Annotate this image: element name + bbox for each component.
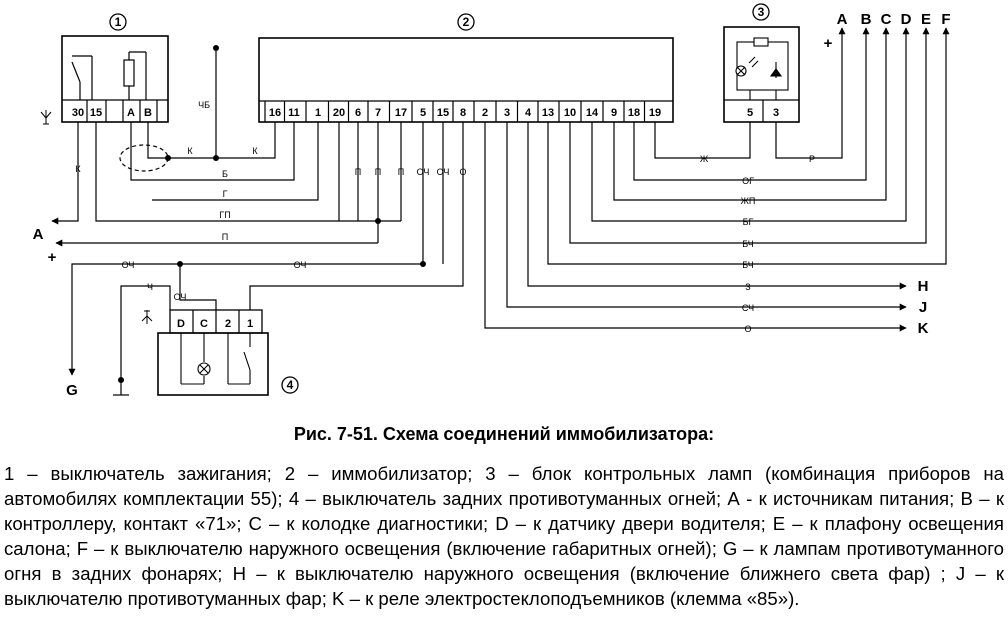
wire-label-o8: О (459, 167, 466, 177)
immobilizer-pin-7: 7 (375, 107, 381, 119)
indicator-lamp-block: 3 5 3 (723, 3, 800, 123)
immobilizer-pin-6: 6 (355, 107, 361, 119)
immobilizer-pin-9: 9 (611, 107, 617, 119)
wire-label-gp: ГП (219, 210, 230, 220)
signal-b: B (861, 11, 872, 28)
component-number-3: 3 (758, 5, 765, 19)
pin-1: 1 (247, 318, 253, 330)
pin-a: A (127, 107, 135, 119)
wire-label-bch1: БЧ (742, 239, 754, 249)
immobilizer-pin-3: 3 (504, 107, 510, 119)
wire-label-zhp: ЖП (741, 196, 756, 206)
led-icon (735, 56, 759, 77)
pin-c: C (200, 318, 208, 330)
wire-label-zh: Ж (700, 154, 709, 164)
immobilizer-pin-13: 13 (542, 107, 554, 119)
pin-3: 3 (773, 107, 779, 119)
signal-g: G (66, 382, 78, 399)
wire-label-och-left: ОЧ (122, 260, 135, 270)
rear-fog-switch: D C 2 1 4 (141, 309, 299, 396)
pin-b: B (144, 107, 152, 119)
wire-label-och15: ОЧ (437, 167, 450, 177)
immobilizer-pin-4: 4 (525, 107, 532, 119)
signal-j: J (919, 299, 927, 316)
pin-5: 5 (747, 107, 753, 119)
wire-label-och-switch: ОЧ (174, 292, 187, 302)
wire-labels: К К К ЧБ Б Г ГП П П П П ОЧ ОЧ О ОЧ ОЧ Ч … (75, 100, 815, 334)
wire-label-bch2: БЧ (742, 260, 754, 270)
signal-e: E (921, 11, 931, 28)
signal-k: K (918, 320, 929, 337)
ignition-switch: 1 30 15 A B (40, 13, 169, 125)
component-number-4: 4 (287, 378, 294, 392)
wire-label-r: Р (809, 154, 815, 164)
signal-d: D (901, 11, 912, 28)
signal-f: F (941, 11, 950, 28)
lamp-icon (197, 362, 211, 376)
figure-caption: Рис. 7-51. Схема соединений иммобилизато… (293, 424, 715, 444)
pin-30: 30 (72, 107, 84, 119)
immobilizer-pin-20: 20 (333, 107, 345, 119)
immobilizer-pin-15: 15 (437, 107, 449, 119)
wire-label-chb: ЧБ (198, 100, 210, 110)
wire-label-g: Г (223, 189, 228, 199)
immobilizer-pin-17: 17 (395, 107, 407, 119)
wire-label-ch: Ч (147, 282, 153, 292)
wire-label-sch: СЧ (742, 303, 754, 313)
pin-2: 2 (225, 318, 231, 330)
key-icon (40, 110, 52, 125)
signal-h: H (918, 278, 929, 295)
immobilizer-pin-19: 19 (649, 107, 661, 119)
figure-legend: 1 – выключатель зажигания; 2 – иммобилиз… (4, 463, 1004, 609)
signal-labels: A B C D E F + A + G H J K (33, 11, 951, 399)
wire-label-og: ОГ (742, 176, 754, 186)
wires (51, 27, 950, 396)
wire-label-p: П (222, 232, 228, 242)
wire-label-k-c1: К (75, 164, 81, 174)
immobilizer-pin-18: 18 (628, 107, 640, 119)
wire-label-och5: ОЧ (417, 167, 430, 177)
immobilizer-pin-5: 5 (420, 107, 426, 119)
wire-label-p7: П (375, 167, 381, 177)
wire-label-k-mid: К (187, 146, 193, 156)
signal-a-left: A (33, 226, 44, 243)
plus-top: + (824, 35, 833, 52)
component-number-1: 1 (115, 15, 122, 29)
plus-left: + (48, 249, 57, 266)
wire-label-k-right: К (252, 146, 258, 156)
wire-label-bg: БГ (743, 217, 754, 227)
immobilizer-pin-1: 1 (315, 107, 321, 119)
immobilizer-pin-8: 8 (460, 107, 466, 119)
wire-label-p17: П (398, 167, 404, 177)
wire-label-z: З (745, 282, 750, 292)
immobilizer-pin-2: 2 (482, 107, 488, 119)
wire-label-och-mid: ОЧ (294, 260, 307, 270)
immobilizer-pin-11: 11 (288, 107, 300, 119)
immobilizer-pin-16: 16 (269, 107, 281, 119)
signal-c: C (881, 11, 892, 28)
wire-label-p6: П (355, 167, 361, 177)
pin-d: D (177, 318, 185, 330)
wire-label-o: О (744, 324, 751, 334)
junctions (118, 45, 426, 383)
component-number-2: 2 (463, 15, 470, 29)
immobilizer-pin-10: 10 (564, 107, 576, 119)
immobilizer-pin-14: 14 (586, 107, 599, 119)
fog-icon (141, 310, 153, 324)
wire-label-b: Б (222, 169, 228, 179)
signal-a-top: A (837, 11, 848, 28)
pin-15: 15 (90, 107, 102, 119)
